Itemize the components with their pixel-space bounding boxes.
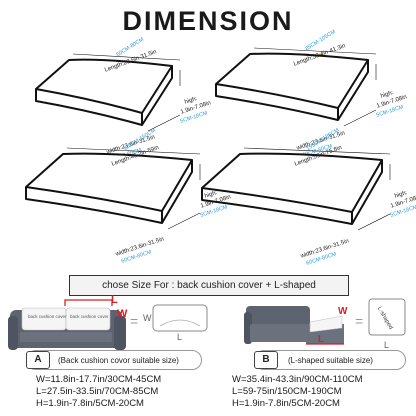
diagram-a-l: L — [177, 332, 183, 342]
option-a-badge: A — [26, 351, 50, 369]
diagram-b-shape — [368, 298, 406, 336]
sofa-b-marker-l: L — [318, 334, 325, 345]
option-b-specs: W=35.4in-43.3in/90CM-110CM L=59-75in/150… — [232, 374, 363, 410]
diagram-b-l: L — [384, 340, 390, 350]
sofa-b-marker-w: W — [338, 306, 348, 317]
option-b-badge: B — [254, 351, 278, 369]
cushion-shape-3 — [25, 147, 201, 230]
diagram-a-shape — [152, 304, 208, 332]
option-b-spec-w: W=35.4in-43.3in/90CM-110CM — [232, 374, 363, 385]
option-b-suitable-text: (L-shaped suitable size) — [288, 356, 373, 365]
equals-sign-a: = — [130, 313, 139, 329]
sofa-a-marker-w: W — [117, 308, 128, 320]
option-b-spec-h: H=1.9in-7.8in/5CM-20CM — [232, 398, 340, 409]
option-b-spec-l: L=59-75in/150CM-190CM — [232, 386, 342, 397]
option-a-suitable-label: Back cushion covor suitable size — [60, 356, 177, 365]
option-a-spec-w: W=11.8in-17.7in/30CM-45CM — [36, 374, 162, 385]
option-a-spec-h: H=1.9in-7.8in/5CM-20CM — [36, 398, 144, 409]
cushion-label-1: back cushion cover — [28, 314, 67, 319]
sofa-a-marker-l: L — [111, 294, 118, 306]
page-title: DIMENSION — [122, 6, 294, 36]
equals-sign-b: = — [355, 313, 364, 329]
cushion-shape-1 — [35, 53, 181, 132]
option-a-suitable-text: (Back cushion covor suitable size) — [58, 356, 179, 365]
cushion-label-2: back cushion cover — [70, 314, 109, 319]
sofa-b-illustration — [244, 306, 344, 345]
option-a-spec-l: L=27.5in-33.5in/70CM-85CM — [36, 386, 159, 397]
cushion-shape-4 — [201, 147, 391, 231]
option-a-specs: W=11.8in-17.7in/30CM-45CM L=27.5in-33.5i… — [36, 374, 161, 410]
diagram-a-w: W — [143, 313, 152, 323]
option-b-suitable-label: L-shaped suitable size — [290, 356, 371, 365]
cushion-shape-2 — [215, 47, 377, 127]
sofa-a-illustration — [8, 299, 126, 350]
choose-size-bar: chose Size For : back cushion cover + L-… — [69, 275, 349, 296]
